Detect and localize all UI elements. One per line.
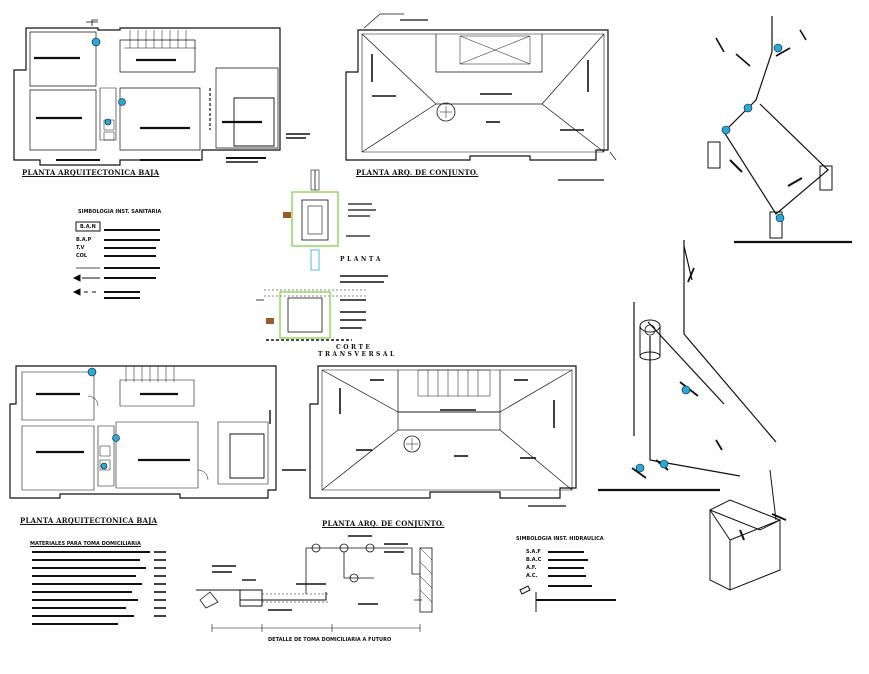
corte-label: C O R T E xyxy=(336,344,371,351)
corte-transversal-label: T R A N S V E R S A L xyxy=(318,351,395,358)
hidraulica-legend-title: SIMBOLOGIA INST. HIDRAULICA xyxy=(516,536,604,542)
hidraulica-code-2: B.A.C xyxy=(526,557,542,563)
floor-plan-top-center xyxy=(345,13,617,181)
hidraulica-code-4: A.C. xyxy=(526,573,538,579)
hidraulica-code-1: S.A.F xyxy=(526,549,541,555)
sanitaria-code-1: B.A.N xyxy=(80,224,96,230)
sanitaria-code-2: B.A.P xyxy=(76,237,92,243)
floor-plan-top-left xyxy=(13,19,310,166)
hidraulica-legend-lines xyxy=(519,551,616,612)
sanitaria-legend-lines xyxy=(72,221,160,299)
sanitaria-code-4: COL xyxy=(76,253,88,259)
materiales-legend-lines xyxy=(32,551,166,625)
isometric-top-right xyxy=(707,16,852,244)
floor-plan-bottom-center xyxy=(309,365,577,507)
toma-domiciliaria-detail xyxy=(196,535,433,632)
toma-detail-title: DETALLE DE TOMA DOMICILIARIA A FUTURO xyxy=(268,637,392,643)
sanitaria-code-3: T.V xyxy=(76,245,85,251)
registro-detail xyxy=(256,169,388,341)
plan-title-top-center: PLANTA ARQ. DE CONJUNTO. xyxy=(356,168,479,177)
sanitaria-legend-title: SIMBOLOGIA INST. SANITARIA xyxy=(78,209,162,215)
plan-title-bottom-left: PLANTA ARQUITECTONICA BAJA xyxy=(20,516,158,525)
hidraulica-code-3: A.F. xyxy=(526,565,537,571)
isometric-right xyxy=(598,240,787,591)
plan-title-top-left: PLANTA ARQUITECTONICA BAJA xyxy=(22,168,160,177)
planta-label: P L A N T A xyxy=(340,256,381,263)
plan-title-bottom-center: PLANTA ARQ. DE CONJUNTO. xyxy=(322,519,445,528)
floor-plan-bottom-left xyxy=(9,365,306,499)
materiales-legend-title: MATERIALES PARA TOMA DOMICILIARIA xyxy=(30,541,141,547)
